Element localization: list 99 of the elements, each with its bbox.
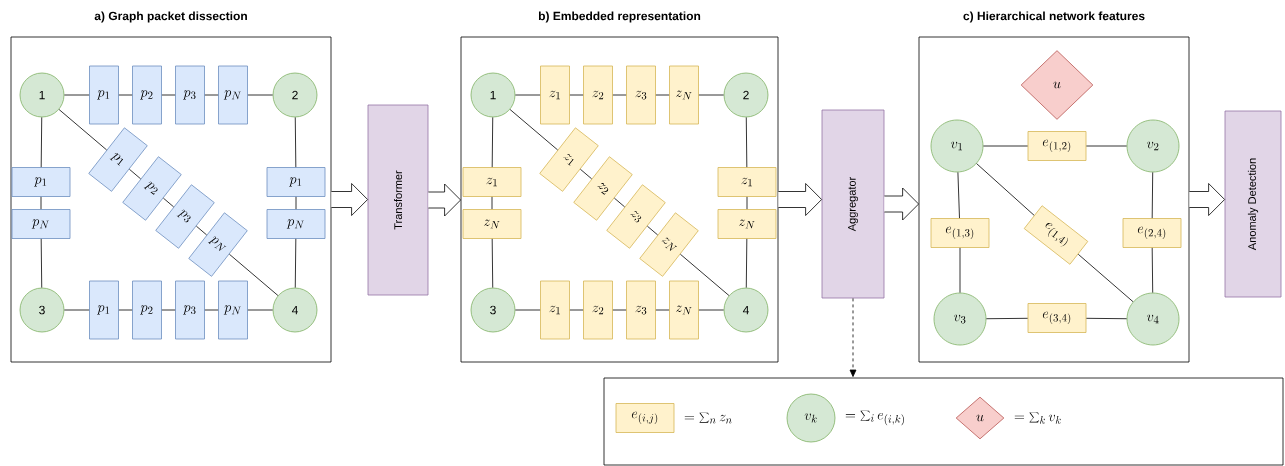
embedding-box: $z_1$ bbox=[539, 127, 599, 192]
embedding-box: $z_3$ bbox=[626, 65, 656, 125]
connector-line bbox=[204, 94, 219, 96]
connector-line bbox=[655, 94, 670, 96]
packet-box: $p_N$ bbox=[218, 65, 248, 125]
packet-box: $p_2$ bbox=[132, 280, 162, 340]
connector-line bbox=[64, 94, 90, 96]
embedding-box: $z_N$ bbox=[669, 65, 699, 125]
connector-line bbox=[195, 225, 208, 236]
connector-line bbox=[118, 309, 133, 311]
connector-line bbox=[294, 238, 297, 288]
connector-line bbox=[983, 145, 1028, 147]
embedding-box: $z_2$ bbox=[583, 65, 613, 125]
connector-line bbox=[1086, 145, 1127, 147]
connector-line bbox=[295, 196, 297, 210]
embedding-box: $z_3$ bbox=[626, 280, 656, 340]
equation: $= \sum_k v_k$ bbox=[1014, 412, 1061, 424]
connector-line bbox=[613, 197, 626, 208]
equation: $= \sum_i e_{(i,k)}$ bbox=[845, 410, 904, 426]
block-arrow bbox=[884, 187, 919, 221]
connector-line bbox=[746, 196, 748, 210]
embedding-box: $z_1$ bbox=[462, 167, 522, 197]
embedding-box: $z_1$ bbox=[717, 167, 777, 197]
connector-line bbox=[959, 247, 961, 293]
block-arrow bbox=[331, 183, 368, 216]
connector-line bbox=[491, 196, 493, 210]
connector-line bbox=[64, 309, 90, 311]
packet-box: $p_1$ bbox=[89, 280, 119, 340]
edge-box: $e_{(2,4)}$ bbox=[1122, 218, 1182, 248]
connector-line bbox=[161, 94, 176, 96]
connector-line bbox=[1151, 172, 1154, 219]
embedding-box: $z_N$ bbox=[669, 280, 699, 340]
connector-line bbox=[569, 309, 584, 311]
connector-line bbox=[698, 94, 724, 96]
packet-box: $p_1$ bbox=[11, 167, 71, 197]
connector-line bbox=[491, 238, 494, 288]
connector-line bbox=[40, 196, 42, 210]
process-box: Aggregator bbox=[821, 109, 885, 299]
connector-line bbox=[509, 109, 559, 151]
connector-line bbox=[655, 309, 670, 311]
edge-box: $e_{(i,j)}$ bbox=[615, 403, 675, 433]
connector-line bbox=[1151, 247, 1154, 293]
connector-line bbox=[1077, 253, 1134, 303]
connector-line bbox=[40, 117, 43, 168]
connector-line bbox=[118, 94, 133, 96]
packet-box: $p_2$ bbox=[132, 65, 162, 125]
connector-line bbox=[294, 117, 297, 168]
connector-line bbox=[646, 225, 659, 236]
connector-line bbox=[162, 197, 175, 208]
packet-box: $p_N$ bbox=[11, 209, 71, 239]
edge-box: $e_{(1,4)}$ bbox=[1023, 205, 1089, 265]
connector-line bbox=[679, 253, 730, 296]
edge-box: $e_{(1,3)}$ bbox=[930, 218, 990, 248]
process-box: Anomaly Detection bbox=[1224, 110, 1282, 298]
embedding-box: $z_N$ bbox=[462, 209, 522, 239]
connector-line bbox=[161, 309, 176, 311]
edge-box: $e_{(3,4)}$ bbox=[1027, 303, 1087, 333]
connector-line bbox=[698, 309, 724, 311]
packet-box: $p_1$ bbox=[266, 167, 326, 197]
connector-line bbox=[204, 309, 219, 311]
node-label: b) Embedded representation bbox=[538, 11, 701, 23]
embedding-box: $z_1$ bbox=[540, 280, 570, 340]
panel bbox=[603, 377, 1284, 466]
embedding-box: $z_2$ bbox=[583, 280, 613, 340]
node-label: c) Hierarchical network features bbox=[963, 11, 1145, 23]
block-arrow bbox=[428, 183, 461, 217]
connector-line bbox=[745, 238, 748, 288]
connector-line bbox=[128, 168, 142, 180]
embedding-box: $z_1$ bbox=[540, 65, 570, 125]
connector-line bbox=[957, 172, 960, 219]
process-box: Transformer bbox=[367, 104, 429, 296]
packet-box: $p_3$ bbox=[175, 65, 205, 125]
connector-line bbox=[1086, 317, 1127, 320]
connector-line bbox=[58, 109, 108, 151]
packet-box: $p_1$ bbox=[89, 65, 119, 125]
connector-line bbox=[515, 309, 541, 311]
connector-line bbox=[40, 238, 43, 288]
packet-box: $p_N$ bbox=[266, 209, 326, 239]
connector-line bbox=[515, 94, 541, 96]
edge-box: $e_{(1,2)}$ bbox=[1027, 131, 1087, 161]
node-label: a) Graph packet dissection bbox=[94, 11, 247, 23]
connector-line bbox=[569, 94, 584, 96]
connector-line bbox=[745, 117, 748, 168]
connector-line bbox=[228, 253, 279, 296]
dashed-arrow bbox=[849, 298, 857, 377]
equation: $= \sum_n z_n$ bbox=[684, 412, 732, 424]
packet-box: $p_3$ bbox=[175, 280, 205, 340]
connector-line bbox=[612, 94, 627, 96]
packet-box: $p_N$ bbox=[218, 280, 248, 340]
connector-line bbox=[247, 94, 273, 96]
connector-line bbox=[491, 117, 494, 168]
block-arrow bbox=[1189, 183, 1225, 216]
connector-line bbox=[247, 309, 273, 311]
connector-line bbox=[579, 168, 593, 180]
connector-line bbox=[976, 163, 1035, 216]
embedding-box: $z_N$ bbox=[717, 209, 777, 239]
connector-line bbox=[612, 309, 627, 311]
block-arrow bbox=[778, 183, 822, 216]
connector-line bbox=[986, 317, 1028, 320]
